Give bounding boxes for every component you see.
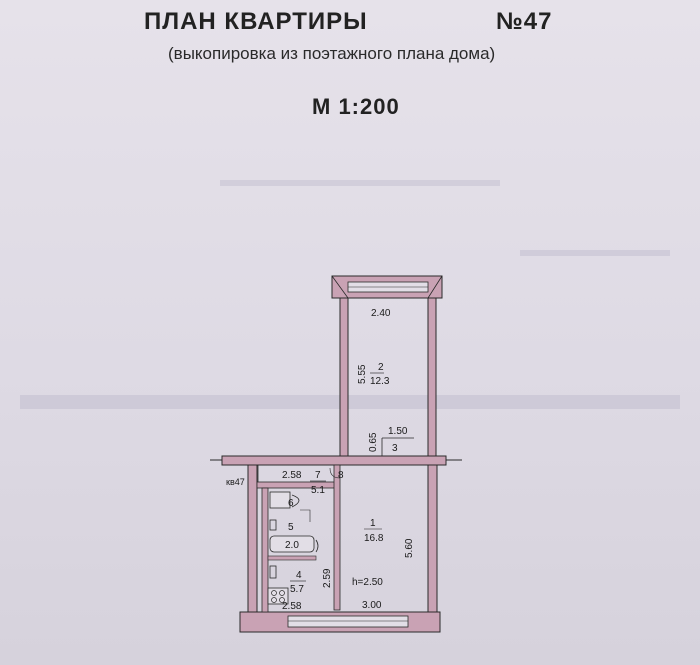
document-subtitle: (выкопировка из поэтажного плана дома) bbox=[168, 44, 496, 63]
dim-balcony-width: 1.50 bbox=[388, 426, 408, 437]
room-1-number: 1 bbox=[370, 518, 376, 529]
bathroom-fixtures bbox=[267, 491, 319, 605]
room-4-number: 4 bbox=[296, 570, 302, 581]
room-7-number: 7 bbox=[315, 470, 321, 481]
room-4-area: 5.7 bbox=[290, 584, 304, 595]
dim-room2-width: 2.40 bbox=[371, 308, 391, 319]
room-3-balcony bbox=[381, 437, 414, 456]
room-3-number: 3 bbox=[392, 443, 398, 454]
apartment-number: №47 bbox=[496, 8, 553, 35]
room-6-number: 6 bbox=[288, 498, 294, 509]
dim-kitchen-width: 2.58 bbox=[282, 601, 302, 612]
bleed-through-text bbox=[20, 180, 680, 409]
dim-room2-length: 5.55 bbox=[357, 364, 368, 384]
room-5-area: 2.0 bbox=[285, 540, 299, 551]
title-text: ПЛАН КВАРТИРЫ bbox=[144, 8, 368, 35]
plan-labels: 2.40 2 12.3 5.55 1.50 0.65 3 кв47 2.58 7… bbox=[226, 308, 415, 612]
scale-label: М 1:200 bbox=[312, 94, 400, 119]
room-7-area: 5.1 bbox=[311, 485, 325, 496]
lower-walls bbox=[239, 464, 441, 633]
dim-balcony-depth: 0.65 bbox=[368, 432, 379, 452]
room-2-number: 2 bbox=[378, 362, 384, 373]
room-8-number: 8 bbox=[338, 470, 344, 481]
dim-hall-width: 2.58 bbox=[282, 470, 302, 481]
central-wall bbox=[210, 455, 462, 466]
apartment-label: кв47 bbox=[226, 477, 245, 487]
room-2-walls bbox=[331, 275, 443, 457]
dim-room1-width: 3.00 bbox=[362, 600, 382, 611]
door-swings bbox=[300, 467, 341, 522]
dim-kitchen-length: 2.59 bbox=[322, 568, 333, 588]
room-1-area: 16.8 bbox=[364, 533, 384, 544]
room-2-area: 12.3 bbox=[370, 376, 390, 387]
room-5-number: 5 bbox=[288, 522, 294, 533]
ceiling-height: h=2.50 bbox=[352, 577, 383, 588]
dim-room1-length: 5.60 bbox=[404, 538, 415, 558]
